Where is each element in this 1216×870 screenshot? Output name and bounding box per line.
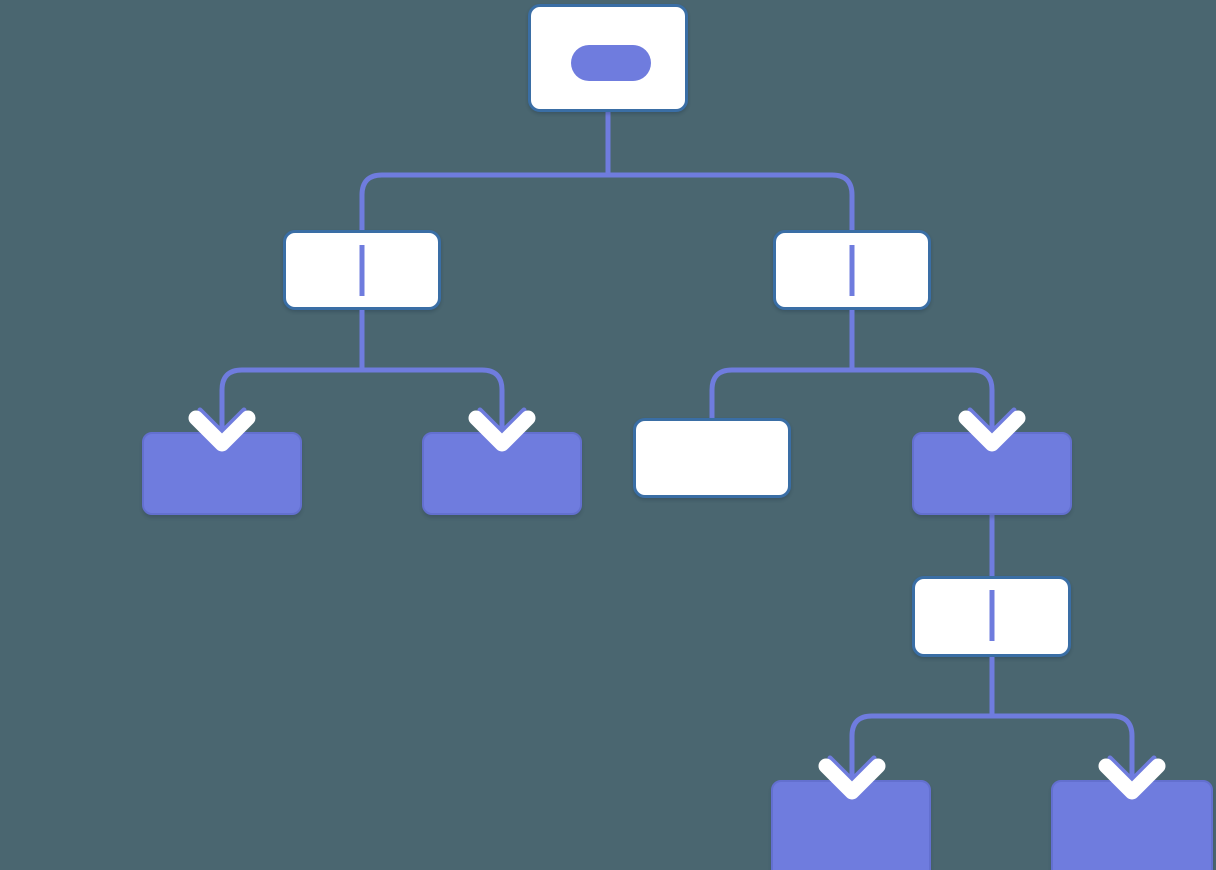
edge-arrowhead-n7 <box>967 407 1017 435</box>
node-n6[interactable] <box>633 418 791 498</box>
edge-n8-n9 <box>849 713 992 780</box>
node-n1-root[interactable] <box>528 4 688 112</box>
edge-n1-n3 <box>608 172 855 230</box>
edge-arrowhead-n10 <box>1107 755 1157 783</box>
node-n2[interactable] <box>283 230 441 310</box>
edge-n3-n7 <box>852 367 995 432</box>
node-n3[interactable] <box>773 230 931 310</box>
edge-n2-n4 <box>219 367 362 432</box>
node-n4[interactable] <box>142 432 302 515</box>
node-n7[interactable] <box>912 432 1072 515</box>
edge-n2-n5 <box>362 367 505 432</box>
edge-arrowhead-n9 <box>827 755 877 783</box>
node-n8[interactable] <box>912 576 1071 657</box>
edge-n3-n6 <box>709 367 852 418</box>
edge-arrowhead-n5 <box>477 407 527 435</box>
edge-n1-n2 <box>359 172 608 230</box>
node-n9[interactable] <box>771 780 931 870</box>
node-n10[interactable] <box>1051 780 1213 870</box>
root-pill-badge <box>571 45 651 81</box>
edge-arrowhead-n4 <box>197 407 247 435</box>
node-n5[interactable] <box>422 432 582 515</box>
edge-n8-n10 <box>992 713 1135 780</box>
